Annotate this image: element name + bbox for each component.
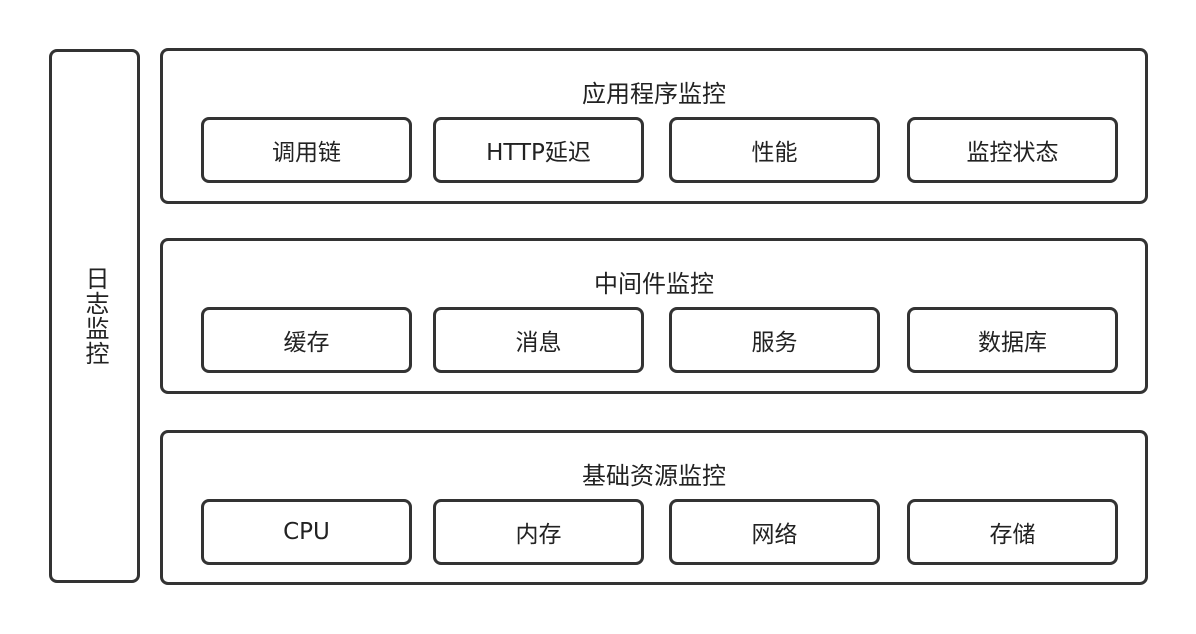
layer-item: 内存 — [433, 499, 644, 565]
log-monitoring-label: 日志监控 — [81, 266, 109, 366]
layer-item: HTTP延迟 — [433, 117, 644, 183]
middleware-monitoring-layer: 中间件监控 缓存 消息 服务 数据库 — [160, 238, 1148, 394]
layer-item: 性能 — [669, 117, 880, 183]
layer-item: 存储 — [907, 499, 1118, 565]
layer-item: 服务 — [669, 307, 880, 373]
infrastructure-monitoring-layer: 基础资源监控 CPU 内存 网络 存储 — [160, 430, 1148, 585]
layer-item: 调用链 — [201, 117, 412, 183]
layer-item: 监控状态 — [907, 117, 1118, 183]
layer-title: 应用程序监控 — [582, 80, 726, 108]
layer-item: 缓存 — [201, 307, 412, 373]
layer-item: CPU — [201, 499, 412, 565]
log-monitoring-box: 日志监控 — [49, 49, 140, 583]
layer-item: 网络 — [669, 499, 880, 565]
layer-title: 基础资源监控 — [582, 462, 726, 490]
layer-item: 数据库 — [907, 307, 1118, 373]
application-monitoring-layer: 应用程序监控 调用链 HTTP延迟 性能 监控状态 — [160, 48, 1148, 204]
layer-item: 消息 — [433, 307, 644, 373]
layer-title: 中间件监控 — [594, 270, 714, 298]
